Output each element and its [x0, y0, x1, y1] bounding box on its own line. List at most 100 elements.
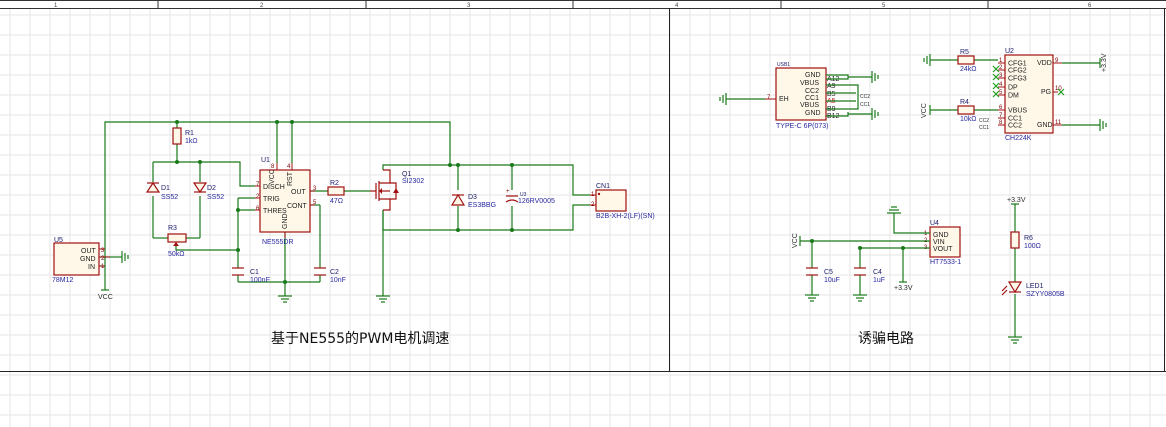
vcc-net-label: VCC [921, 103, 931, 118]
u1-pinnum: 7 [256, 182, 260, 188]
v33-label: +3.3V [1007, 197, 1026, 204]
r5-ref: R5 [960, 49, 969, 56]
d2-value: SS52 [207, 194, 224, 201]
d3-ref: D3 [468, 194, 477, 201]
u2-pin: PG [1041, 89, 1051, 96]
u4-pinnum: 1 [924, 231, 928, 237]
c1-ref: C1 [250, 269, 259, 276]
usb1-value: TYPE-C 6P(073) [776, 123, 829, 130]
u2-pinnum: 5 [999, 90, 1003, 96]
led-wires [1011, 203, 1019, 337]
c5-capacitor[interactable]: C5 10uF [806, 267, 840, 284]
d3-diode[interactable]: D3 ES3BBG [450, 193, 496, 209]
u1-value: NE555DR [262, 239, 294, 246]
r6-resistor[interactable]: R6 100Ω [1010, 231, 1041, 250]
u4-ref: U4 [930, 220, 939, 227]
usb1-pin: GND [805, 110, 821, 117]
q1-mosfet[interactable]: Q1 SI2302 [370, 169, 424, 211]
c1-value: 100nF [250, 277, 270, 284]
d1-diode[interactable]: D1 SS52 [145, 181, 178, 201]
usb1-pin: CC1 [805, 95, 819, 102]
u3-ref: U3 [520, 192, 527, 198]
u2-pin: CFG3 [1008, 76, 1027, 83]
u2-pin: VBUS [1008, 108, 1027, 115]
c1-capacitor[interactable]: C1 100nF [232, 267, 270, 284]
u1-pin: GND [282, 213, 289, 229]
u2-pinnum: 1 [999, 58, 1003, 64]
u2-pinnum: 7 [999, 113, 1003, 119]
u1-ref: U1 [261, 157, 270, 164]
u2-pinnum: 8 [999, 120, 1003, 126]
u1-pin: RST [287, 171, 294, 186]
u2-pin: GND [1037, 122, 1053, 129]
ruler-label: 4 [675, 3, 679, 9]
u1-ne555[interactable]: U1 NE555DR DISCH TRIG THRES OUT CONT VCC… [255, 157, 317, 246]
r3-value: 50kΩ [168, 251, 185, 258]
cc2-label: CC2 [860, 94, 870, 100]
u5-value: 78M12 [52, 277, 74, 284]
led1-led[interactable]: LED1 SZYY0805B [1001, 281, 1065, 298]
ground-symbol-icon [805, 294, 819, 302]
d1-ref: D1 [161, 185, 170, 192]
u1-pin: TRIG [263, 196, 280, 203]
r4-resistor[interactable]: R4 10kΩ [957, 99, 977, 123]
r6-ref: R6 [1024, 235, 1033, 242]
usb1-pinnum: A9 [827, 83, 836, 90]
ground-symbol-icon [376, 295, 390, 303]
u4-junctions [810, 239, 905, 250]
u5-pin-out: OUT [81, 248, 97, 255]
ground-symbol-icon [1099, 119, 1107, 131]
ruler-label: 6 [1088, 3, 1092, 9]
u5-pinnum: 2 [101, 256, 105, 262]
u1-pinnum: 6 [256, 206, 260, 212]
u3-capacitor[interactable]: + U3 126RV0005 [505, 189, 555, 205]
c5-ref: C5 [824, 269, 833, 276]
r5-resistor[interactable]: R5 24kΩ [957, 49, 977, 73]
cn1-ref: CN1 [596, 183, 610, 190]
usb1-pin: VBUS [800, 80, 819, 87]
u2-pin: CC2 [1008, 123, 1022, 130]
u5-regulator[interactable]: U5 78M12 OUT GND IN 3 2 1 [52, 237, 110, 284]
c4-capacitor[interactable]: C4 1uF [854, 267, 885, 284]
vcc-label: VCC [792, 233, 799, 248]
r4-value: 10kΩ [960, 116, 977, 123]
u2-pin: DM [1008, 93, 1019, 100]
u1-pinnum: 8 [271, 164, 275, 170]
vcc-net-label: VCC [98, 289, 113, 301]
u5-pin-in: IN [88, 264, 95, 271]
r2-resistor[interactable]: R2 47Ω [327, 180, 345, 205]
u4-pin: VOUT [933, 246, 953, 253]
u4-value: HT7533-1 [930, 259, 961, 266]
sheet-frames [0, 8, 1166, 372]
r5-value: 24kΩ [960, 66, 977, 73]
u1-pinnum: 2 [256, 194, 260, 200]
r4-ref: R4 [960, 99, 969, 106]
r3-potentiometer[interactable]: R3 50kΩ [167, 225, 187, 258]
r6-value: 100Ω [1024, 243, 1041, 250]
c4-value: 1uF [873, 277, 885, 284]
right-section-title: 诱骗电路 [858, 331, 914, 347]
u4-wires [800, 213, 930, 295]
ground-symbol-icon [719, 93, 727, 105]
d2-ref: D2 [207, 185, 216, 192]
cn1-connector[interactable]: CN1 B2B-XH-2(LF)(SN) 1 2 [590, 183, 655, 220]
usb1-connector[interactable]: USB1 TYPE-C 6P(073) EH 7 GND VBUS CC2 CC… [765, 62, 840, 130]
ruler-label: 1 [54, 3, 58, 9]
c2-value: 10nF [330, 277, 346, 284]
d1-value: SS52 [161, 194, 178, 201]
cc1-label: CC1 [979, 125, 989, 131]
v33-label: +3.3V [1101, 53, 1108, 72]
r3-ref: R3 [168, 225, 177, 232]
u1-pin: CONT [287, 203, 308, 210]
ground-symbol-icon [923, 54, 931, 66]
d2-diode[interactable]: D2 SS52 [192, 182, 224, 201]
c2-capacitor[interactable]: C2 10nF [314, 267, 346, 284]
u4-regulator[interactable]: U4 HT7533-1 GND VIN VOUT 1 2 3 [924, 220, 961, 266]
u2-pinnum: 3 [999, 73, 1003, 79]
u2-ch224k[interactable]: U2 CH224K CFG11CFG22CFG33DP4DM5VBUS6CC17… [998, 48, 1062, 142]
ground-symbol-icon [278, 295, 292, 303]
v33-net-label: +3.3V [894, 281, 913, 292]
r1-resistor[interactable]: R1 1kΩ [172, 127, 198, 145]
u2-pinnum: 9 [1055, 58, 1059, 64]
